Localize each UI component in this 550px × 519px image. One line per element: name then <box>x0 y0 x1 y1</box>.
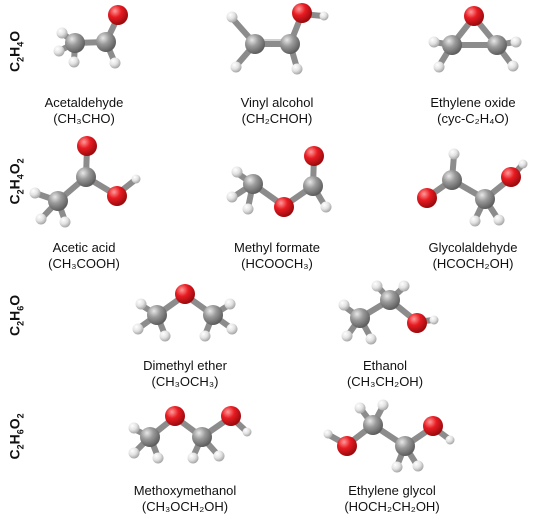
acetic-acid-name: Acetic acid <box>52 240 116 255</box>
ethylene-glycol-name: Ethylene glycol <box>348 483 436 498</box>
ethylene-oxide-formula: (cyc-C₂H₄O) <box>437 111 509 126</box>
vinyl-alcohol-model <box>226 3 329 75</box>
methoxymethanol-model <box>128 406 252 464</box>
ethylene-oxide-caption: Ethylene oxide (cyc-C₂H₄O) <box>393 95 550 127</box>
ethylene-glycol-formula: (HOCH₂CH₂OH) <box>344 499 440 514</box>
vinyl-alcohol-name: Vinyl alcohol <box>240 95 314 110</box>
acetic-acid-caption: Acetic acid (CH₃COOH) <box>4 240 164 272</box>
acetaldehyde-name: Acetaldehyde <box>44 95 124 110</box>
vinyl-alcohol-formula: (CH₂CHOH) <box>241 111 313 126</box>
ethanol-name: Ethanol <box>362 358 408 373</box>
vinyl-alcohol-caption: Vinyl alcohol (CH₂CHOH) <box>197 95 357 127</box>
methoxymethanol-caption: Methoxymethanol (CH₃OCH₂OH) <box>105 483 265 515</box>
methyl-formate-name: Methyl formate <box>234 240 320 255</box>
dimethyl-ether-formula: (CH₃OCH₃) <box>151 374 219 389</box>
glycolaldehyde-name: Glycolaldehyde <box>428 240 518 255</box>
row-label-c2h6o: C2H6O <box>6 294 26 336</box>
ethanol-formula: (CH₃CH₂OH) <box>346 374 424 389</box>
methyl-formate-caption: Methyl formate (HCOOCH₃) <box>197 240 357 272</box>
dimethyl-ether-name: Dimethyl ether <box>143 358 227 373</box>
acetic-acid-model <box>29 136 141 228</box>
methoxymethanol-name: Methoxymethanol <box>133 483 237 498</box>
acetaldehyde-formula: (CH₃CHO) <box>53 111 115 126</box>
acetaldehyde-model <box>53 5 128 69</box>
methoxymethanol-formula: (CH₃OCH₂OH) <box>141 499 229 514</box>
row-label-c2h6o2: C2H6O2 <box>6 413 26 460</box>
acetaldehyde-caption: Acetaldehyde (CH₃CHO) <box>4 95 164 127</box>
dimethyl-ether-model <box>132 284 238 342</box>
ethylene-oxide-model <box>428 6 522 73</box>
acetic-acid-formula: (CH₃COOH) <box>48 256 120 271</box>
methyl-formate-model <box>226 146 332 217</box>
ethylene-glycol-caption: Ethylene glycol (HOCH₂CH₂OH) <box>312 483 472 515</box>
methyl-formate-formula: (HCOOCH₃) <box>241 256 313 271</box>
ethanol-caption: Ethanol (CH₃CH₂OH) <box>305 358 465 390</box>
glycolaldehyde-model <box>417 148 528 227</box>
dimethyl-ether-caption: Dimethyl ether (CH₃OCH₃) <box>105 358 265 390</box>
ethylene-oxide-name: Ethylene oxide <box>430 95 516 110</box>
ethylene-glycol-model <box>323 399 455 473</box>
ethanol-model <box>338 280 439 345</box>
glycolaldehyde-caption: Glycolaldehyde (HCOCH₂OH) <box>393 240 550 272</box>
glycolaldehyde-formula: (HCOCH₂OH) <box>432 256 514 271</box>
